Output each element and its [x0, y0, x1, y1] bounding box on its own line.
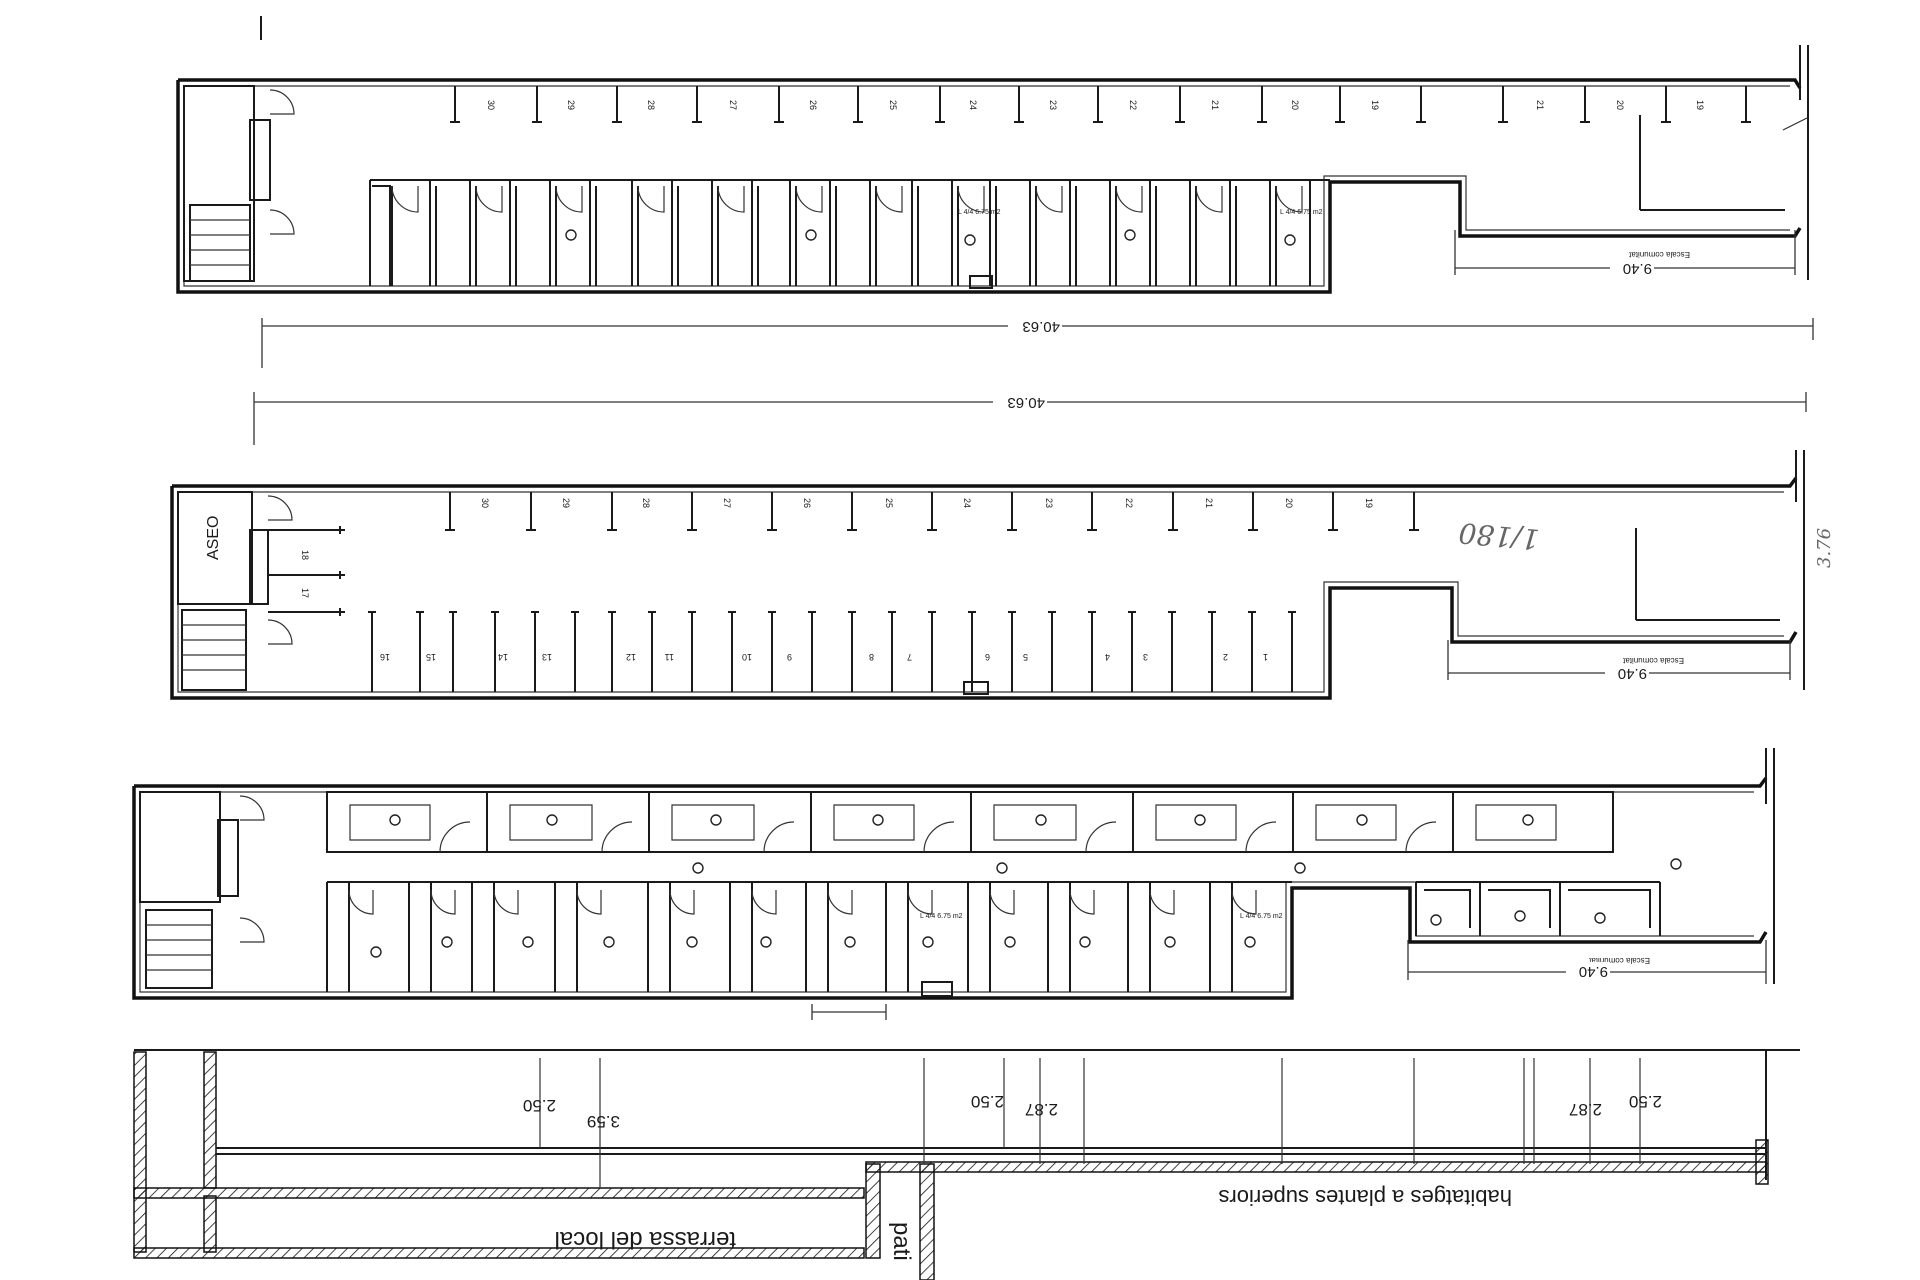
plan-3-box-label-2: L 4/4 6.75 m2 — [1240, 913, 1283, 920]
plan-3-top-storage — [326, 791, 1614, 853]
plan-1-box-label-2: L 4/4 6.75 m2 — [1280, 209, 1323, 216]
plan-2-spot-num: 7 — [907, 652, 912, 662]
plan-1-spot-num: 20 — [1615, 100, 1625, 110]
section-height: 2.50 — [523, 1096, 556, 1115]
plan-2-spot-num: 15 — [426, 652, 436, 662]
plan-2-bottom-ticks — [368, 611, 1296, 692]
plan-2-handwritten-height: 3.76 — [1814, 528, 1835, 568]
plan-3: L 4/4 6.75 m2 L 4/4 6.75 m2 Escala comun… — [132, 748, 1775, 1020]
plan-2-spot-num: 2 — [1223, 652, 1228, 662]
plan-2-spot-num: 1 — [1263, 652, 1268, 662]
plan-2-spot-num: 26 — [802, 498, 812, 508]
plan-2-spot-num: 19 — [1364, 498, 1374, 508]
plan-1-spot-num: 20 — [1290, 100, 1300, 110]
plan-2-spot-num: 13 — [542, 652, 552, 662]
plan-2-spot-num: 11 — [665, 652, 674, 662]
plan-1: 30 29 28 27 26 25 24 23 22 21 20 19 21 2… — [176, 45, 1814, 368]
section-label-terrace: terrassa del local — [555, 1226, 736, 1253]
plan-2-handwritten-note: 1/180 — [1457, 516, 1540, 556]
plan-2-spot-num: 28 — [641, 498, 651, 508]
plan-2-outer-wall — [170, 476, 1798, 700]
plan-2-spot-num: 22 — [1124, 498, 1134, 508]
plan-1-spot-num: 22 — [1128, 100, 1138, 110]
plan-2-spot-num: 21 — [1204, 498, 1214, 508]
plan-1-stair-core — [183, 85, 255, 282]
plan-1-spot-num: 24 — [968, 100, 978, 110]
section-height: 2.87 — [1025, 1100, 1058, 1119]
plan-1-spot-num: 29 — [566, 100, 576, 110]
plan-1-box-label: L 4/4 6.75 m2 — [958, 209, 1001, 216]
plan-1-spot-num: 21 — [1210, 100, 1220, 110]
plan-2-spot-num: 17 — [300, 588, 310, 598]
plan-1-storage-row — [369, 179, 1330, 286]
section-height: 3.59 — [587, 1112, 620, 1131]
plan-3-stair-label: Escala comunitat — [1588, 956, 1650, 965]
plan-2-spot-num: 29 — [561, 498, 571, 508]
plan-2-stair-label: Escala comunitat — [1622, 656, 1684, 665]
section-height: 2.50 — [971, 1092, 1004, 1111]
plan-2-spot-num: 8 — [869, 652, 874, 662]
plan-3-outer-wall — [132, 776, 1768, 1000]
plan-1-stair-label: Escala comunitat — [1628, 250, 1690, 259]
plan-2-aseo-label: ASEO — [205, 516, 222, 560]
plan-2-spot-num: 23 — [1044, 498, 1054, 508]
plan-2-spot-num: 4 — [1105, 652, 1110, 662]
plan-1-outer-wall — [176, 78, 1802, 294]
plan-2-dim-9-text: 9.40 — [1618, 665, 1647, 682]
plan-2-spot-num: 24 — [962, 498, 972, 508]
plan-2-parking-ticks — [445, 492, 1419, 531]
plan-2-spot-num: 27 — [722, 498, 732, 508]
section-label-housing: habitatges a plantes superiors — [1218, 1185, 1512, 1210]
plan-2-spot-num: 5 — [1023, 652, 1028, 662]
section-height: 2.50 — [1629, 1092, 1662, 1111]
plan-1-spot-num: 30 — [486, 100, 496, 110]
plan-2-spot-num: 9 — [787, 652, 792, 662]
plan-1-parking-ticks — [450, 86, 1751, 123]
plan-2-dim-40-text: 40.63 — [1007, 394, 1045, 411]
plan-2-spot-num: 18 — [300, 550, 310, 560]
plan-2-spot-num: 6 — [985, 652, 990, 662]
plan-1-spot-num: 25 — [888, 100, 898, 110]
plan-1-spot-num: 23 — [1048, 100, 1058, 110]
plan-1-dim-40-text: 40.63 — [1022, 318, 1060, 335]
plan-3-bottom-symbols — [370, 910, 1606, 958]
plan-2: 40.63 ASEO 18 17 — [170, 392, 1835, 700]
section-label-patio: pati — [888, 1222, 915, 1261]
plan-2-spot-num: 12 — [626, 652, 636, 662]
plan-2-spot-num: 25 — [884, 498, 894, 508]
plan-3-box-label: L 4/4 6.75 m2 — [920, 913, 963, 920]
plan-2-spot-num: 10 — [742, 652, 752, 662]
plan-1-spot-num: 28 — [646, 100, 656, 110]
plan-2-spot-num: 30 — [480, 498, 490, 508]
plan-3-bottom-storage — [326, 881, 1661, 992]
plan-3-top-symbols — [389, 814, 1682, 874]
plan-3-dim-9-text: 9.40 — [1579, 963, 1608, 980]
plan-1-spot-num: 19 — [1695, 100, 1705, 110]
plan-1-spot-num: 19 — [1370, 100, 1380, 110]
plan-1-spot-num: 26 — [808, 100, 818, 110]
section: 2.50 3.59 2.50 2.87 2.87 2.50 terrassa d… — [133, 1049, 1800, 1280]
plan-1-spot-num: 21 — [1535, 100, 1545, 110]
plan-1-spot-num: 27 — [728, 100, 738, 110]
section-height: 2.87 — [1569, 1100, 1602, 1119]
plan-2-spot-num: 20 — [1284, 498, 1294, 508]
plan-2-spot-num: 16 — [380, 652, 390, 662]
plan-2-spot-num: 14 — [498, 652, 508, 662]
plan-1-dim-9-text: 9.40 — [1623, 260, 1652, 277]
plan-1-box-symbols — [565, 229, 1296, 246]
plan-2-spot-num: 3 — [1143, 652, 1148, 662]
